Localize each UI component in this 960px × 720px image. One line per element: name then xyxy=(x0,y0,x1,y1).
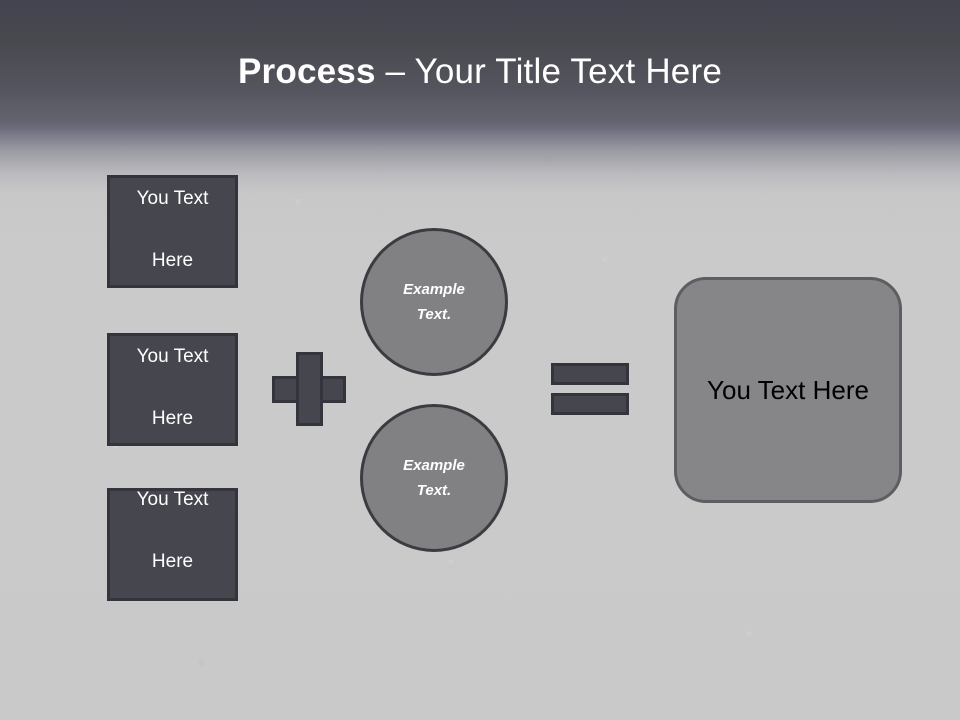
input-box-1[interactable]: You Text Here xyxy=(107,175,238,288)
example-circle-2-line2: Text. xyxy=(416,482,452,499)
example-circle-1-line2: Text. xyxy=(416,306,452,323)
slide-title-bold: Process xyxy=(238,52,376,91)
input-box-2-label: You Text Here xyxy=(137,342,209,438)
input-box-1-label: You Text Here xyxy=(137,184,209,280)
equals-icon-top-bar xyxy=(551,363,629,385)
input-box-3-label: You Text Here xyxy=(137,489,209,587)
equals-icon-bottom-bar xyxy=(551,393,629,415)
example-circle-1[interactable]: Example Text. xyxy=(360,228,508,376)
example-circle-1-line1: Example xyxy=(403,281,465,298)
input-box-2[interactable]: You Text Here xyxy=(107,333,238,446)
example-circle-2-label: Example Text. xyxy=(403,453,465,503)
result-box-label: You Text Here xyxy=(707,374,869,405)
input-box-3-line2: Here xyxy=(151,550,194,572)
slide-title: Process – Your Title Text Here xyxy=(0,50,960,94)
input-box-2-line1: You Text xyxy=(136,345,209,367)
equals-icon xyxy=(551,363,629,415)
slide-title-rest: – Your Title Text Here xyxy=(375,52,722,91)
input-box-1-line2: Here xyxy=(151,249,194,271)
plus-icon xyxy=(272,352,346,426)
input-box-3[interactable]: You Text Here xyxy=(107,488,238,601)
plus-icon-center xyxy=(299,379,320,400)
result-box[interactable]: You Text Here xyxy=(674,277,902,503)
input-box-3-line1: You Text xyxy=(136,488,209,510)
example-circle-2[interactable]: Example Text. xyxy=(360,404,508,552)
input-box-2-line2: Here xyxy=(151,407,194,429)
example-circle-1-label: Example Text. xyxy=(403,277,465,327)
input-box-1-line1: You Text xyxy=(136,187,209,209)
example-circle-2-line1: Example xyxy=(403,457,465,474)
